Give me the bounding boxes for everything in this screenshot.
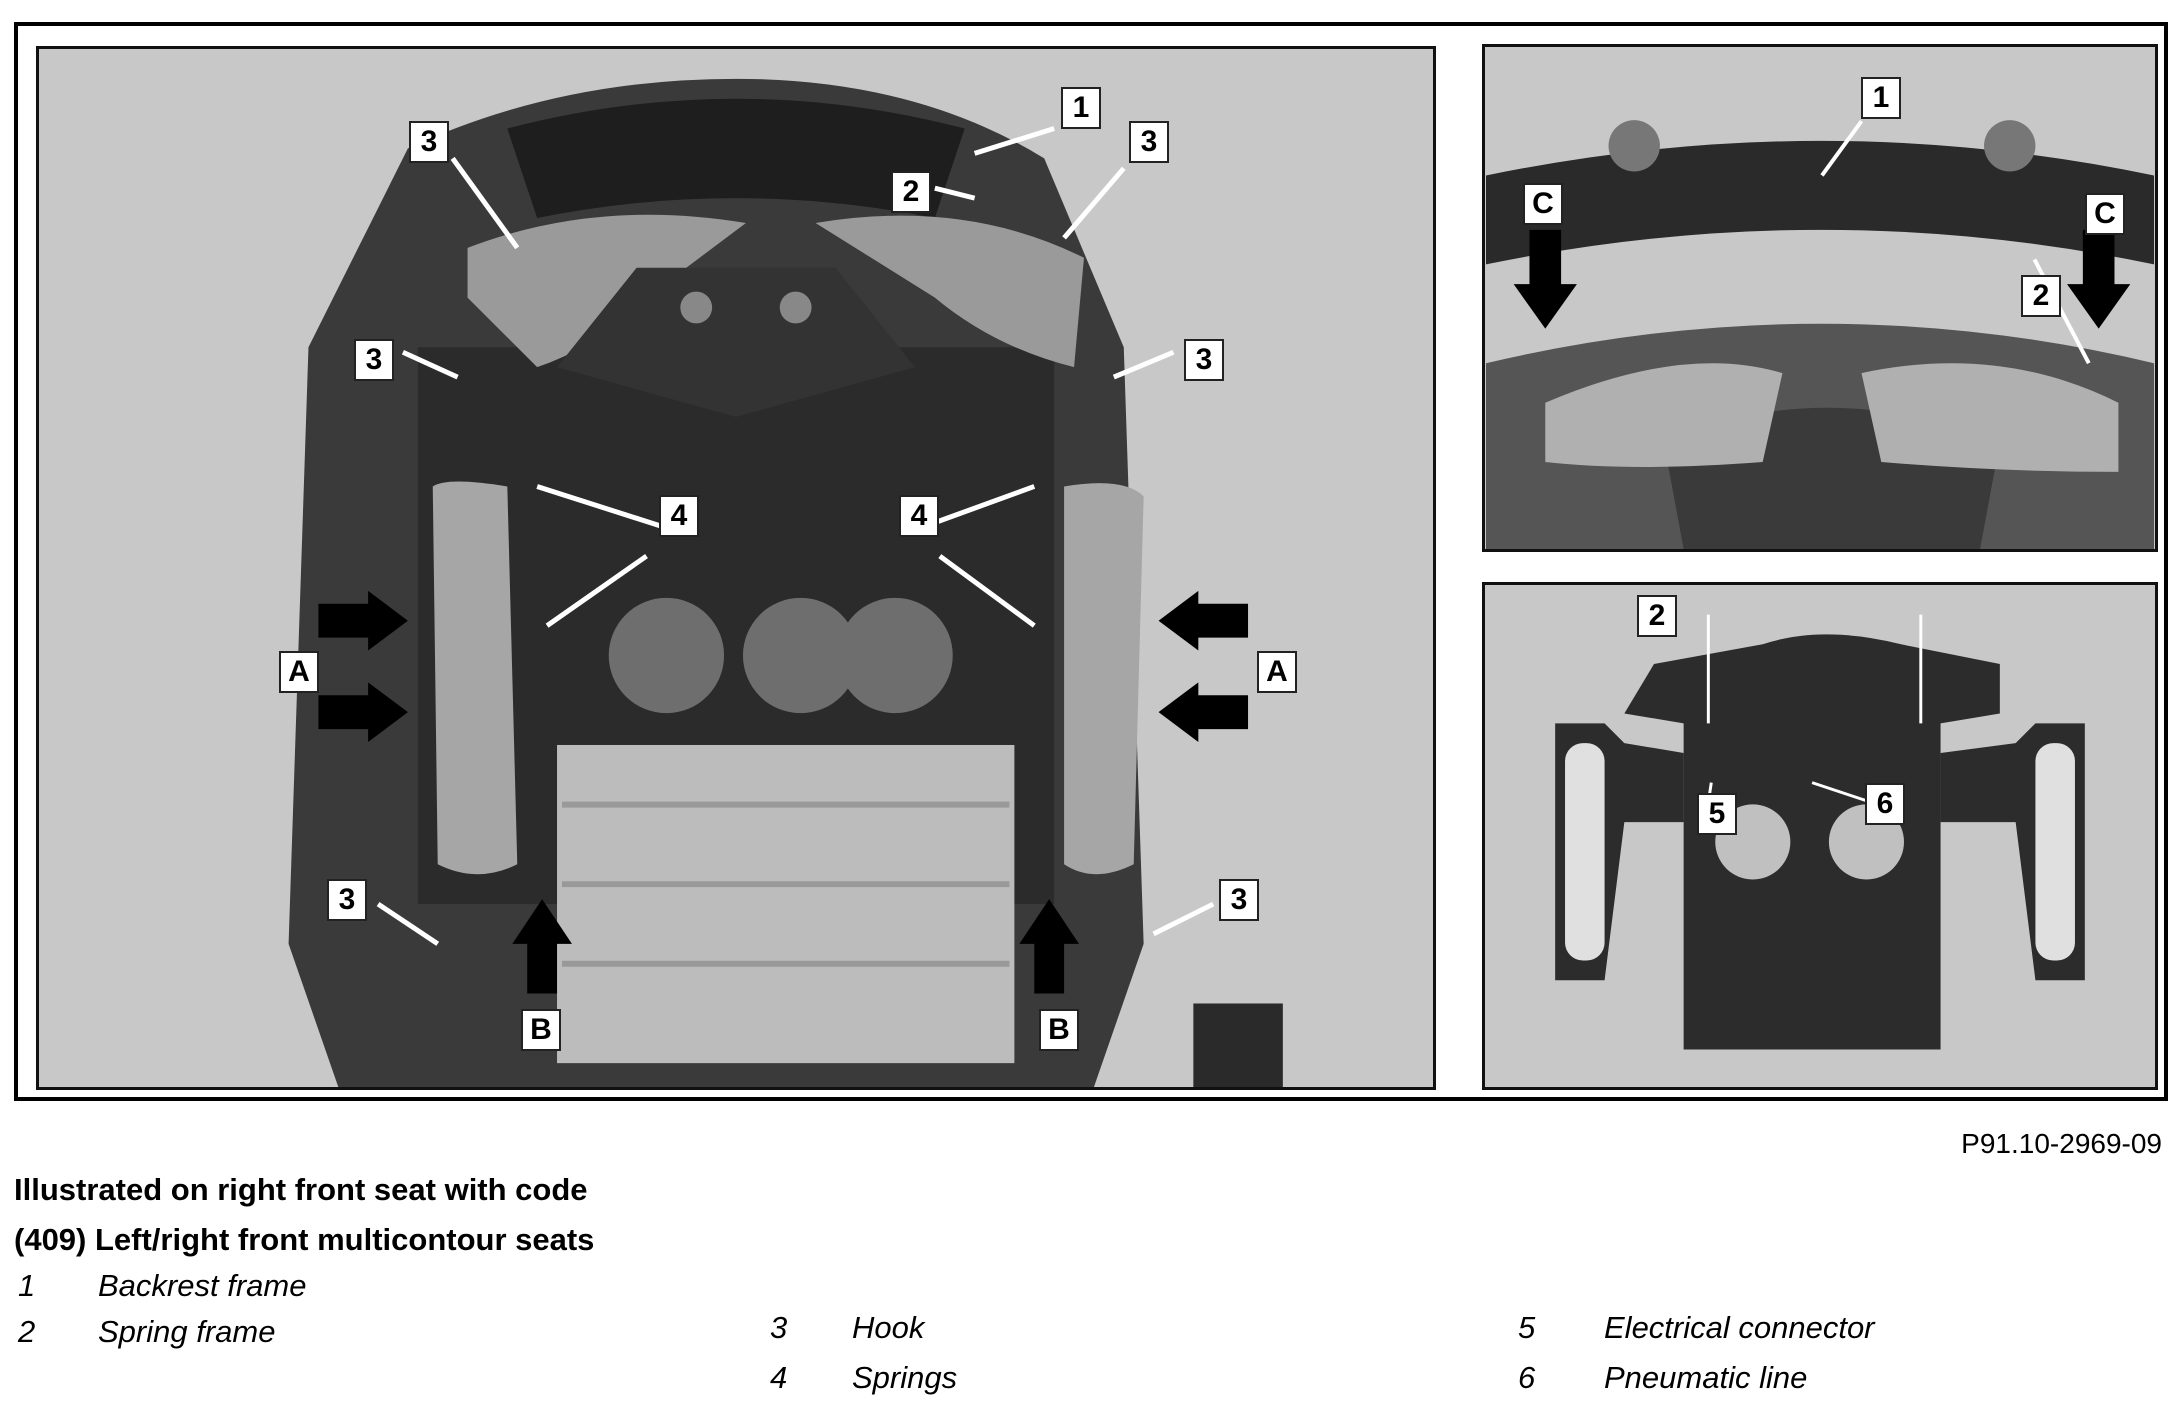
label-4-springs: 4: [659, 495, 699, 537]
legend-num-3: 3: [770, 1310, 788, 1345]
spring-frame-illustration: [1555, 614, 2085, 1050]
main-photo-backrest: 1 2 3 3 3 3 4 4 A A 3 3 B B: [36, 46, 1436, 1090]
backrest-top-illustration: [1485, 119, 2155, 549]
detail-photo-spring-frame: 2 5 6: [1482, 582, 2158, 1090]
label-c: C: [1523, 183, 1563, 225]
legend-text-pneumatic-line: Pneumatic line: [1604, 1360, 1808, 1395]
legend-num-5: 5: [1518, 1310, 1536, 1345]
legend-text-spring-frame: Spring frame: [98, 1314, 276, 1349]
legend-text-hook: Hook: [852, 1310, 925, 1345]
caption-line-2: (409) Left/right front multicontour seat…: [14, 1222, 595, 1257]
label-a: A: [1257, 651, 1297, 693]
label-3-hook: 3: [1184, 339, 1224, 381]
legend-num-4: 4: [770, 1360, 788, 1395]
backrest-illustration: [288, 78, 1283, 1087]
legend-num-2: 2: [18, 1314, 36, 1349]
legend-text-backrest-frame: Backrest frame: [98, 1268, 307, 1303]
label-5-electrical-connector: 5: [1697, 793, 1737, 835]
caption-line-1: Illustrated on right front seat with cod…: [14, 1172, 588, 1207]
label-1-backrest-frame: 1: [1861, 77, 1901, 119]
label-a: A: [279, 651, 319, 693]
label-2-spring-frame: 2: [891, 171, 931, 213]
label-b: B: [1039, 1009, 1079, 1051]
label-6-pneumatic-line: 6: [1865, 783, 1905, 825]
label-3-hook: 3: [1219, 879, 1259, 921]
label-c: C: [2085, 193, 2125, 235]
label-3-hook: 3: [409, 121, 449, 163]
label-4-springs: 4: [899, 495, 939, 537]
label-3-hook: 3: [327, 879, 367, 921]
legend-text-springs: Springs: [852, 1360, 958, 1395]
label-2-spring-frame: 2: [1637, 595, 1677, 637]
label-3-hook: 3: [1129, 121, 1169, 163]
label-b: B: [521, 1009, 561, 1051]
label-2-spring-frame: 2: [2021, 275, 2061, 317]
figure-reference-id: P91.10-2969-09: [1961, 1128, 2162, 1159]
detail-photo-backrest-top: 1 C C 2: [1482, 44, 2158, 552]
figure-frame: 1 2 3 3 3 3 4 4 A A 3 3 B B: [14, 22, 2168, 1101]
legend-num-6: 6: [1518, 1360, 1536, 1395]
legend-num-1: 1: [18, 1268, 36, 1303]
label-1-backrest-frame: 1: [1061, 87, 1101, 129]
legend-text-electrical-connector: Electrical connector: [1604, 1310, 1875, 1345]
label-3-hook: 3: [354, 339, 394, 381]
